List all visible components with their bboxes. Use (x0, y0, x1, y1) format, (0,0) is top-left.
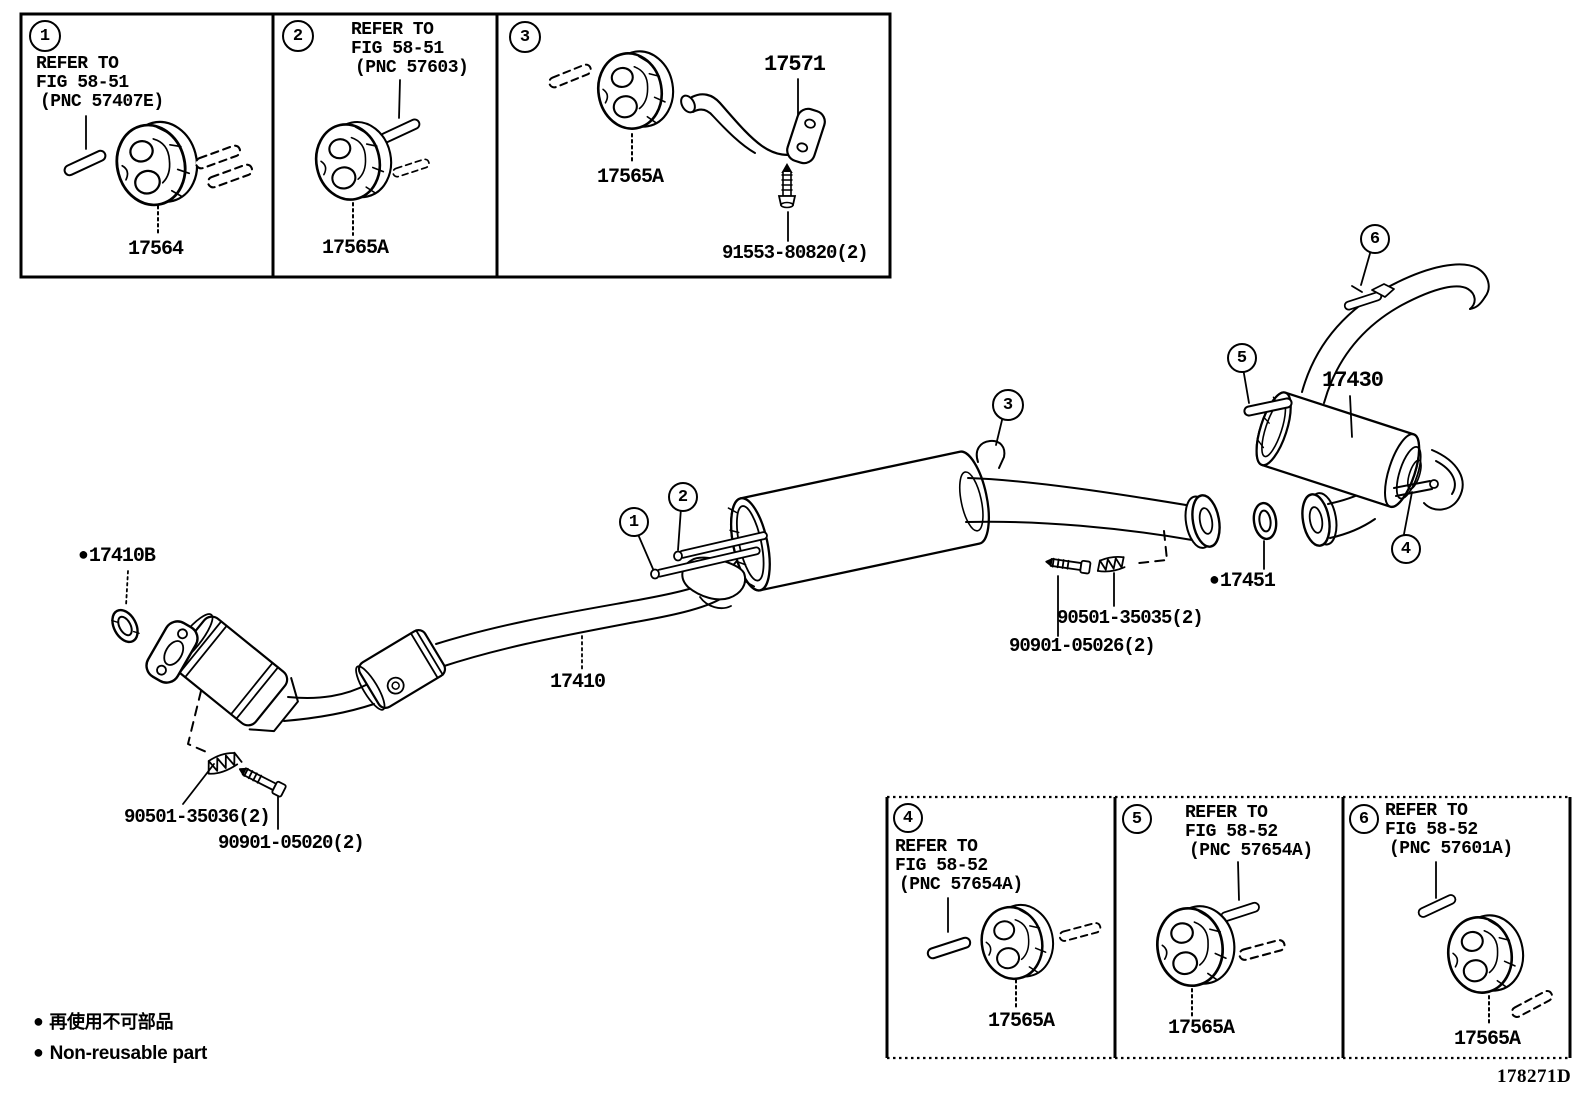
tailpipe-hanger-bracket (1343, 283, 1395, 311)
part-number-17564: 17564 (128, 238, 184, 261)
center-muffler (727, 450, 990, 592)
refer-line: FIG 58-51 (351, 39, 444, 59)
box6-callout: 6 (1349, 804, 1379, 834)
refer-line: FIG 58-52 (895, 856, 988, 876)
diagram-callout-3: 3 (992, 389, 1024, 421)
rear-spring (1096, 555, 1126, 573)
part-number-90901-05026: 90901-05026(2) (1009, 635, 1156, 657)
box1-refer-note: REFER TO FIG 58-51 (PNC 57407E) (36, 55, 164, 112)
dashed-connectors (187, 530, 1168, 755)
box2-drawing (308, 79, 431, 236)
refer-line: REFER TO (895, 837, 978, 857)
nonreusable-mark: ● (1209, 571, 1220, 591)
refer-line: (PNC 57407E) (40, 92, 164, 112)
part-number-17451: ●17451 (1209, 570, 1276, 593)
refer-line: REFER TO (36, 54, 119, 74)
refer-line: FIG 58-51 (36, 73, 129, 93)
part-number-90901-05020: 90901-05020(2) (218, 832, 365, 854)
box3-drawing (546, 44, 826, 242)
rear-outlet-trim (1393, 449, 1464, 511)
gasket-17451 (1252, 501, 1278, 541)
refer-line: (PNC 57603) (355, 58, 469, 78)
nonreusable-mark: ● (78, 546, 89, 566)
front-spring (207, 751, 243, 775)
rear-inlet (1301, 490, 1376, 547)
box5-callout: 5 (1122, 804, 1152, 834)
refer-line: (PNC 57601A) (1389, 839, 1513, 859)
diagram-callout-2: 2 (668, 482, 698, 512)
box4-drawing (925, 897, 1103, 1009)
part-number-17410B: ●17410B (78, 545, 156, 568)
box2-refer-note: REFER TO FIG 58-51 (PNC 57603) (351, 20, 469, 78)
rear-hanger-rod (1243, 397, 1293, 417)
part-number-17571: 17571 (764, 52, 826, 77)
refer-line: (PNC 57654A) (899, 875, 1023, 895)
box4-refer-note: REFER TO FIG 58-52 (PNC 57654A) (895, 838, 1023, 895)
legend-nonreusable-jp: ● 再使用不可部品 (33, 1011, 174, 1032)
main-drawing (111, 249, 1490, 830)
part-number-17410: 17410 (550, 671, 606, 694)
diagram-callout-4: 4 (1391, 534, 1421, 564)
diagram-callout-5: 5 (1227, 343, 1257, 373)
refer-line: FIG 58-52 (1385, 820, 1478, 840)
rear-bolt (1045, 557, 1092, 575)
legend-nonreusable-en: ● Non-reusable part (33, 1042, 208, 1064)
box2-callout: 2 (282, 20, 314, 52)
muffler-hook-bracket (975, 439, 1006, 469)
diagram-callout-6: 6 (1360, 224, 1390, 254)
part-number-17430: 17430 (1322, 368, 1384, 393)
box5-refer-note: REFER TO FIG 58-52 (PNC 57654A) (1185, 804, 1313, 861)
refer-line: REFER TO (1385, 801, 1468, 821)
tailpipe (1301, 263, 1490, 404)
center-outlet-pipe (965, 477, 1221, 549)
refer-line: REFER TO (351, 20, 434, 40)
nonreusable-mark: ● (33, 1042, 44, 1062)
box6-drawing (1416, 861, 1555, 1027)
detail-box-frames (19, 12, 1572, 1060)
refer-line: (PNC 57654A) (1189, 841, 1313, 861)
box1-drawing (61, 112, 255, 237)
box6-refer-note: REFER TO FIG 58-52 (PNC 57601A) (1385, 802, 1513, 859)
part-number-17565A: 17565A (597, 166, 664, 189)
part-number-17565A: 17565A (988, 1010, 1055, 1033)
gasket-17410B (111, 608, 140, 644)
diagram-callout-1: 1 (619, 507, 649, 537)
nonreusable-mark: ● (33, 1011, 44, 1031)
box5-drawing (1149, 861, 1287, 1017)
refer-line: REFER TO (1185, 803, 1268, 823)
box1-callout: 1 (29, 20, 61, 52)
muffler-bracket-pins (650, 531, 768, 610)
refer-line: FIG 58-52 (1185, 822, 1278, 842)
front-bolt (238, 767, 287, 798)
figure-code: 178271D (1497, 1066, 1572, 1087)
front-pipe-17410 (145, 547, 757, 733)
part-number-17565A: 17565A (1168, 1017, 1235, 1040)
part-number-17565A: 17565A (1454, 1028, 1521, 1051)
part-number-91553-80820: 91553-80820(2) (722, 242, 869, 264)
box3-callout: 3 (509, 21, 541, 53)
rear-muffler-17430 (1255, 391, 1422, 509)
part-number-90501-35036: 90501-35036(2) (124, 806, 271, 828)
part-number-90501-35035: 90501-35035(2) (1057, 607, 1204, 629)
box4-callout: 4 (893, 803, 923, 833)
leader-lines (125, 249, 1413, 830)
part-number-17565A: 17565A (322, 237, 389, 260)
